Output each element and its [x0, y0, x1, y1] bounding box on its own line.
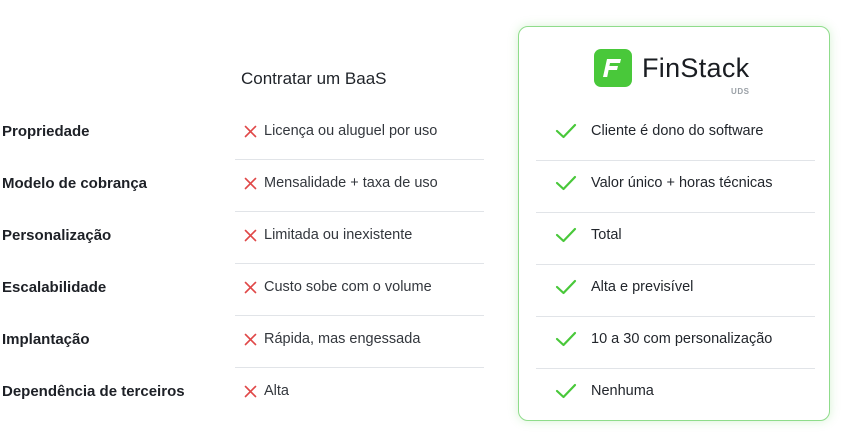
- check-icon: [555, 123, 577, 139]
- baas-value: Mensalidade + taxa de uso: [264, 175, 438, 191]
- finstack-cell: Nenhuma: [555, 383, 654, 399]
- row-label: Modelo de cobrança: [2, 175, 148, 192]
- check-icon: [555, 175, 577, 191]
- baas-cell: Mensalidade + taxa de uso: [244, 175, 438, 191]
- baas-value: Alta: [264, 383, 289, 399]
- cross-icon: [244, 281, 257, 294]
- cross-icon: [244, 229, 257, 242]
- finstack-value: Alta e previsível: [591, 279, 694, 295]
- finstack-cell: Alta e previsível: [555, 279, 693, 295]
- row-divider: [235, 159, 484, 160]
- row-label: Personalização: [2, 227, 112, 244]
- row-label: Propriedade: [2, 123, 90, 140]
- baas-cell: Rápida, mas engessada: [244, 331, 420, 347]
- finstack-value: Total: [591, 227, 622, 243]
- cross-icon: [244, 177, 257, 190]
- baas-cell: Custo sobe com o volume: [244, 279, 432, 295]
- row-divider: [235, 367, 484, 368]
- card-row-divider: [536, 368, 815, 369]
- finstack-value: Valor único + horas técnicas: [591, 175, 773, 191]
- card-row-divider: [536, 316, 815, 317]
- row-label: Escalabilidade: [2, 279, 107, 296]
- card-row-divider: [536, 212, 815, 213]
- brand-text: FinStack UDS: [642, 52, 750, 96]
- cross-icon: [244, 385, 257, 398]
- row-label: Dependência de terceiros: [2, 383, 185, 400]
- check-icon: [555, 383, 577, 399]
- row-label: Implantação: [2, 331, 90, 348]
- baas-cell: Alta: [244, 383, 289, 399]
- row-divider: [235, 211, 484, 212]
- finstack-cell: Valor único + horas técnicas: [555, 175, 772, 191]
- baas-value: Licença ou aluguel por uso: [264, 123, 438, 139]
- brand-sub: UDS: [731, 86, 750, 96]
- baas-cell: Licença ou aluguel por uso: [244, 123, 437, 139]
- card-row-divider: [536, 264, 815, 265]
- check-icon: [555, 331, 577, 347]
- check-icon: [555, 279, 577, 295]
- finstack-cell: 10 a 30 com personalização: [555, 331, 772, 347]
- finstack-cell: Cliente é dono do software: [555, 123, 764, 139]
- finstack-value: 10 a 30 com personalização: [591, 331, 773, 347]
- row-divider: [235, 315, 484, 316]
- row-divider: [235, 263, 484, 264]
- finstack-value: Nenhuma: [591, 383, 654, 399]
- baas-value: Limitada ou inexistente: [264, 227, 413, 243]
- finstack-cell: Total: [555, 227, 622, 243]
- finstack-brand: FinStack UDS: [594, 49, 750, 96]
- card-row-divider: [536, 160, 815, 161]
- brand-name: FinStack: [642, 52, 750, 83]
- finstack-value: Cliente é dono do software: [591, 123, 764, 139]
- baas-cell: Limitada ou inexistente: [244, 227, 412, 243]
- baas-value: Rápida, mas engessada: [264, 331, 421, 347]
- finstack-logo-icon: [594, 49, 632, 87]
- baas-value: Custo sobe com o volume: [264, 279, 432, 295]
- baas-column-header: Contratar um BaaS: [241, 69, 387, 88]
- cross-icon: [244, 333, 257, 346]
- check-icon: [555, 227, 577, 243]
- cross-icon: [244, 125, 257, 138]
